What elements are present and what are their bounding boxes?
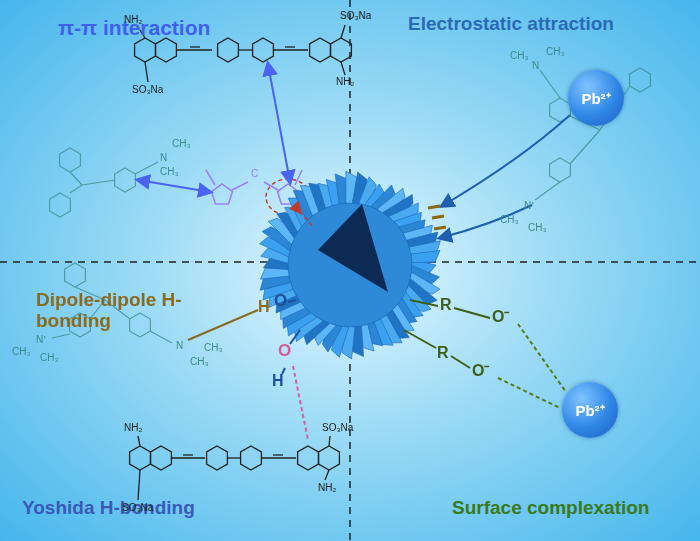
atom-label: O⁻ — [492, 308, 509, 326]
atom-label: C — [251, 168, 258, 179]
atom-label: SO₃Na — [340, 10, 371, 21]
atom-label: NH₂ — [124, 422, 142, 433]
atom-label: CH₃ — [172, 138, 191, 149]
atom-label: N⁺ — [36, 334, 46, 345]
atom-label: NH₂ — [336, 76, 354, 87]
atom-label: SO₃Na — [322, 422, 353, 433]
atom-label: O⁻ — [472, 362, 489, 380]
atom-label: CH₃ — [510, 50, 529, 61]
atom-label: O — [278, 342, 291, 361]
atom-label: R — [440, 296, 452, 314]
atom-label: O — [274, 292, 287, 311]
ion-circle: Pb²⁺ — [568, 70, 624, 126]
atom-label: SO₃Na — [122, 502, 153, 513]
atom-label: N — [160, 152, 167, 163]
atom-label: CH₃ — [190, 356, 209, 367]
atom-label: CH₃ — [528, 222, 547, 233]
ion-label: Pb²⁺ — [581, 88, 610, 108]
atom-label: N — [176, 340, 183, 351]
atom-label: SO₃Na — [132, 84, 163, 95]
atom-label: R — [437, 344, 449, 362]
atom-label: CH₃ — [160, 166, 179, 177]
quadrant-title: Dipole-dipole H-bonding — [36, 290, 186, 332]
atom-label: H — [258, 298, 270, 316]
ion-circle: Pb²⁺ — [562, 382, 618, 438]
atom-label: CH₃ — [12, 346, 31, 357]
atom-label: CH₃ — [546, 46, 565, 57]
atom-label: NH₂ — [124, 14, 142, 25]
atom-label: N⁺ — [524, 200, 534, 211]
ion-label: Pb²⁺ — [575, 400, 604, 420]
quadrant-title: Yoshida H-bonding — [22, 498, 195, 519]
atom-label: H — [272, 372, 284, 390]
atom-label: CH₃ — [40, 352, 59, 363]
quadrant-title: Electrostatic attraction — [408, 14, 614, 35]
atom-label: N — [532, 60, 539, 71]
atom-label: NH₂ — [318, 482, 336, 493]
atom-label: CH₃ — [204, 342, 223, 353]
quadrant-title: Surface complexation — [452, 498, 649, 519]
sphere-flake — [411, 250, 440, 262]
atom-label: CH₃ — [500, 214, 519, 225]
